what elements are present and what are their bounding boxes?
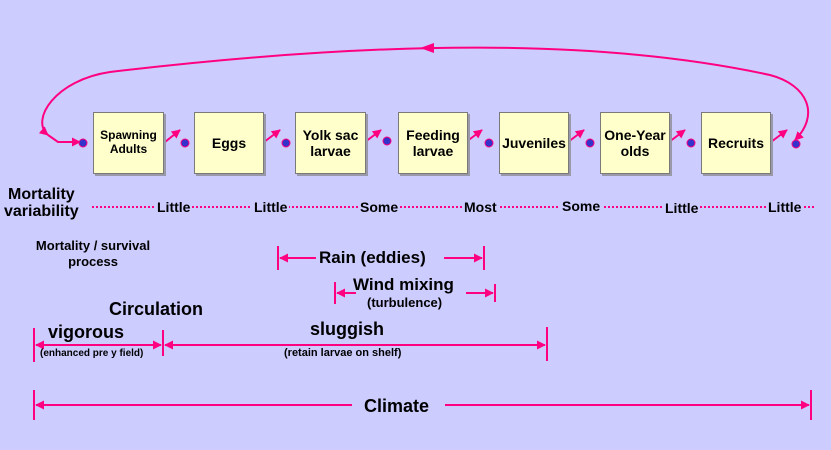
process-label-line2: process bbox=[68, 254, 118, 269]
dot bbox=[585, 138, 595, 148]
stage-label: One-Year bbox=[604, 126, 666, 143]
climate-label: Climate bbox=[364, 396, 430, 416]
dot bbox=[281, 138, 291, 148]
connector-5 bbox=[567, 129, 585, 143]
dot bbox=[686, 138, 696, 148]
stage-box-eggs: Eggs bbox=[194, 112, 264, 174]
circulation-range bbox=[33, 327, 548, 362]
loop-mid-arrowhead bbox=[420, 43, 434, 53]
connector-4 bbox=[465, 129, 483, 143]
process-label-line1: Mortality / survival bbox=[35, 238, 151, 253]
connector-6 bbox=[668, 129, 686, 143]
circulation-title: Circulation bbox=[109, 299, 204, 319]
rain-range bbox=[277, 246, 485, 270]
stage-dots bbox=[78, 136, 801, 149]
dot bbox=[484, 138, 494, 148]
mortality-value: Little bbox=[766, 199, 804, 215]
mortality-value: Some bbox=[560, 198, 603, 214]
process-label: Mortality / survival process bbox=[22, 238, 164, 270]
mortality-value: Little bbox=[155, 199, 193, 215]
wind-label: Wind mixing bbox=[353, 275, 454, 294]
wind-range bbox=[334, 282, 496, 304]
stage-label: Juveniles bbox=[502, 134, 566, 151]
circulation-sluggish-note: (retain larvae on shelf) bbox=[284, 347, 402, 359]
circulation-vigorous-label: vigorous bbox=[48, 322, 125, 342]
mortality-label: Mortality variability bbox=[4, 186, 79, 220]
circulation-sluggish-label: sluggish bbox=[310, 319, 385, 339]
stage-label: Eggs bbox=[211, 134, 247, 151]
connector-7 bbox=[770, 129, 788, 143]
mortality-value: Some bbox=[358, 199, 401, 215]
stage-label: Recruits bbox=[707, 134, 765, 151]
mortality-value: Little bbox=[663, 200, 701, 216]
stage-label: Yolk sac bbox=[302, 126, 359, 143]
stage-box-recruits: Recruits bbox=[701, 112, 771, 174]
connector-3 bbox=[364, 129, 382, 143]
mortality-label-line2: variability bbox=[4, 203, 79, 220]
stage-label: olds bbox=[620, 143, 650, 159]
connector-2 bbox=[263, 129, 281, 143]
wind-sublabel: (turbulence) bbox=[367, 295, 443, 310]
mortality-value: Little bbox=[252, 199, 290, 215]
circulation-vigorous-note: (enhanced pre y field) bbox=[40, 348, 144, 359]
stage-connectors bbox=[47, 129, 788, 147]
stage-label: larvae bbox=[310, 143, 351, 159]
climate-range bbox=[33, 390, 812, 420]
stage-label: Feeding bbox=[406, 126, 460, 143]
mortality-label-line1: Mortality bbox=[8, 186, 75, 203]
stage-label: Adults bbox=[109, 142, 148, 156]
stage-label: larvae bbox=[412, 143, 454, 159]
connector-1 bbox=[164, 129, 181, 143]
mortality-value: Most bbox=[462, 199, 499, 215]
dot bbox=[78, 138, 88, 148]
dot bbox=[382, 136, 392, 146]
stage-box-juveniles: Juveniles bbox=[499, 112, 569, 174]
dot bbox=[180, 138, 190, 148]
dot bbox=[791, 139, 801, 149]
stage-label: Spawning bbox=[100, 128, 157, 143]
rain-label: Rain (eddies) bbox=[319, 248, 426, 267]
connector-start bbox=[47, 134, 81, 147]
recruitment-loop-arrow bbox=[38, 46, 810, 141]
